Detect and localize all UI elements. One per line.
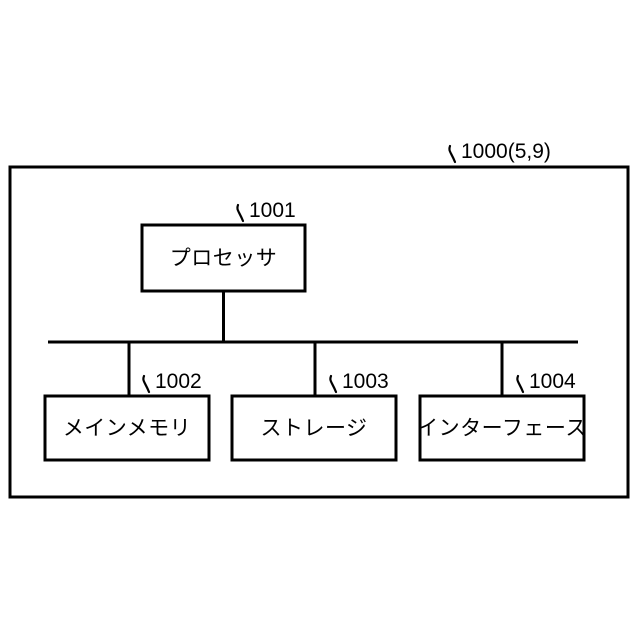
leader-curve-1002 — [142, 374, 151, 394]
block-label-processor: プロセッサ — [170, 246, 278, 270]
block-label-main-memory: メインメモリ — [63, 416, 191, 440]
block-main-memory — [43, 394, 211, 462]
leader-curve-1000 — [448, 144, 457, 164]
block-processor — [140, 223, 307, 293]
ref-label-1002: 1002 — [155, 370, 202, 393]
ref-label-1000: 1000(5,9) — [461, 140, 551, 163]
block-interface — [418, 394, 586, 462]
ref-label-1001: 1001 — [249, 199, 296, 222]
leader-curve-1003 — [329, 374, 338, 394]
ref-label-1004: 1004 — [529, 370, 576, 393]
ref-label-1003: 1003 — [342, 370, 389, 393]
block-label-interface: インターフェース — [417, 416, 587, 440]
block-label-storage: ストレージ — [260, 416, 367, 440]
block-storage — [230, 394, 398, 462]
leader-curve-1001 — [236, 203, 245, 223]
leader-curve-1004 — [516, 374, 525, 394]
